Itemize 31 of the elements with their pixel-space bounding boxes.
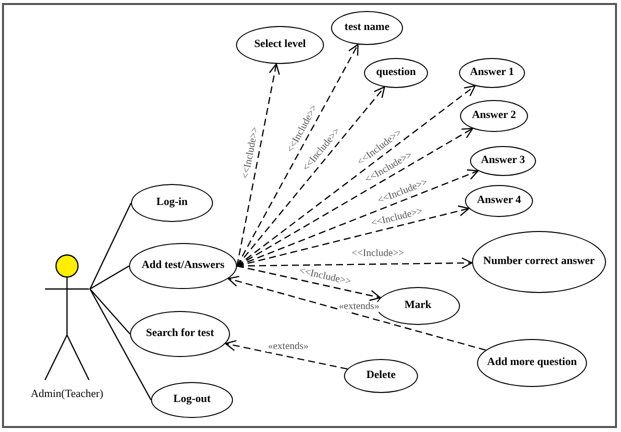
use-case-ellipse: Delete [344,359,418,393]
dashed-arrow [236,63,280,266]
dashed-arrow [236,44,359,266]
use-case-ellipse: Answer 1 [459,58,525,88]
use-case-ellipse: Answer 4 [465,185,533,217]
use-case-ellipse: Number correct answer [472,231,606,293]
dashed-arrow [237,257,473,269]
use-case-ellipse: Select level [236,26,324,64]
dashed-arrow [236,86,386,266]
actor-label: Admin(Teacher) [30,387,104,402]
actor-figure [44,254,90,382]
dashed-arrow [228,276,486,351]
use-case-ellipse: Add more question [477,339,587,387]
association-line [90,288,130,334]
use-case-ellipse: Add test/Answers [129,243,237,289]
association-line [89,202,132,290]
edge-label: «extends» [338,302,380,312]
dashed-arrow [236,85,476,266]
use-case-ellipse: Log-in [131,184,213,222]
use-case-ellipse: question [364,58,428,88]
edge-label: «extends» [266,342,310,352]
edge-label: <<Include>> [350,249,406,260]
use-case-ellipse: test name [331,11,403,45]
use-case-ellipse: Answer 3 [470,146,536,176]
association-line [89,288,152,400]
dashed-arrow [236,265,381,301]
use-case-ellipse: Answer 2 [460,100,528,132]
use-case-ellipse: Search for test [130,311,230,357]
dashed-arrow [224,340,348,370]
association-line [90,265,130,290]
use-case-ellipse: Log-out [151,382,233,418]
